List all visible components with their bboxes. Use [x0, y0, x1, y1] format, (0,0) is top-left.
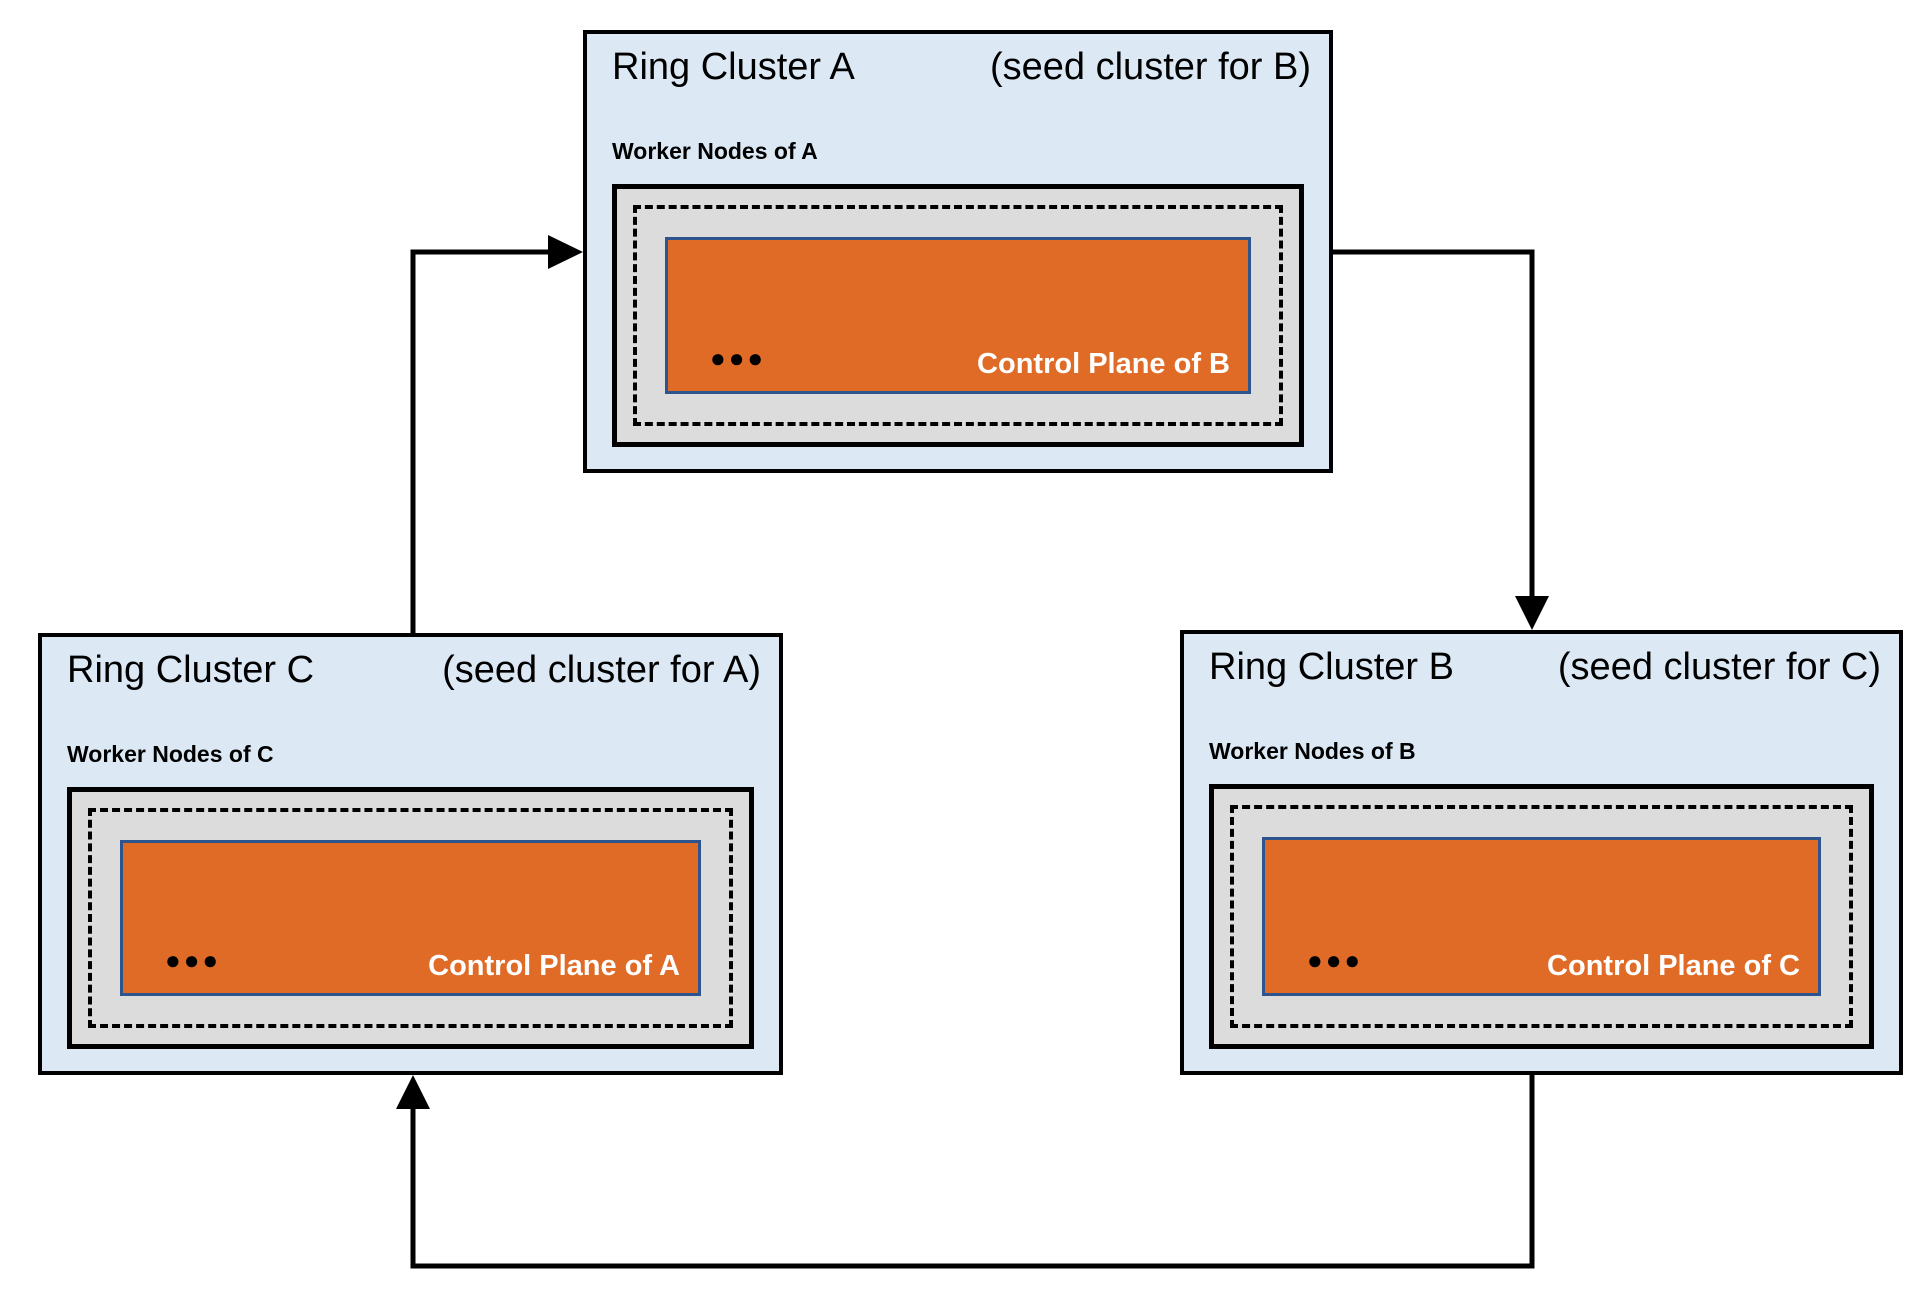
cluster-c-title: Ring Cluster C	[67, 649, 315, 691]
cluster-c-subtitle: (seed cluster for A)	[442, 649, 761, 691]
cluster-a-box: Ring Cluster A (seed cluster for B) Work…	[583, 30, 1333, 473]
cluster-c-dashed-boundary: ●●● Control Plane of A	[88, 808, 733, 1028]
cluster-b-title: Ring Cluster B	[1209, 646, 1454, 688]
cluster-c-title-row: Ring Cluster C (seed cluster for A)	[67, 649, 761, 692]
cluster-c-hosted-control-plane-box: ●●● Control Plane of A	[120, 840, 701, 996]
cluster-a-title-row: Ring Cluster A (seed cluster for B)	[612, 46, 1311, 89]
cluster-b-hosted-control-plane-box: ●●● Control Plane of C	[1262, 837, 1821, 996]
cluster-a-worker-nodes-box: ●●● Control Plane of B	[612, 184, 1304, 447]
cluster-c-control-plane-label: Control Plane of A	[428, 950, 680, 983]
cluster-a-dashed-boundary: ●●● Control Plane of B	[633, 205, 1283, 426]
cluster-a-subtitle: (seed cluster for B)	[990, 46, 1311, 88]
cluster-a-hosted-control-plane-box: ●●● Control Plane of B	[665, 237, 1251, 394]
cluster-b-box: Ring Cluster B (seed cluster for C) Work…	[1180, 630, 1903, 1075]
arrow-b-to-c	[396, 1075, 1535, 1269]
cluster-c-worker-nodes-box: ●●● Control Plane of A	[67, 787, 754, 1049]
ellipsis-dots-icon: ●●●	[710, 343, 767, 373]
arrow-c-to-a	[410, 235, 583, 633]
cluster-a-worker-label: Worker Nodes of A	[612, 138, 818, 164]
ellipsis-dots-icon: ●●●	[165, 945, 222, 975]
cluster-b-worker-label: Worker Nodes of B	[1209, 738, 1416, 764]
cluster-b-worker-nodes-box: ●●● Control Plane of C	[1209, 784, 1874, 1049]
cluster-c-worker-label: Worker Nodes of C	[67, 741, 274, 767]
cluster-b-subtitle: (seed cluster for C)	[1557, 646, 1881, 688]
cluster-b-dashed-boundary: ●●● Control Plane of C	[1230, 805, 1853, 1028]
cluster-a-control-plane-label: Control Plane of B	[977, 348, 1230, 381]
cluster-b-title-row: Ring Cluster B (seed cluster for C)	[1209, 646, 1881, 689]
ellipsis-dots-icon: ●●●	[1307, 945, 1364, 975]
arrow-a-to-b	[1333, 249, 1549, 630]
cluster-c-box: Ring Cluster C (seed cluster for A) Work…	[38, 633, 783, 1075]
cluster-b-control-plane-label: Control Plane of C	[1547, 950, 1800, 983]
cluster-a-title: Ring Cluster A	[612, 46, 855, 88]
